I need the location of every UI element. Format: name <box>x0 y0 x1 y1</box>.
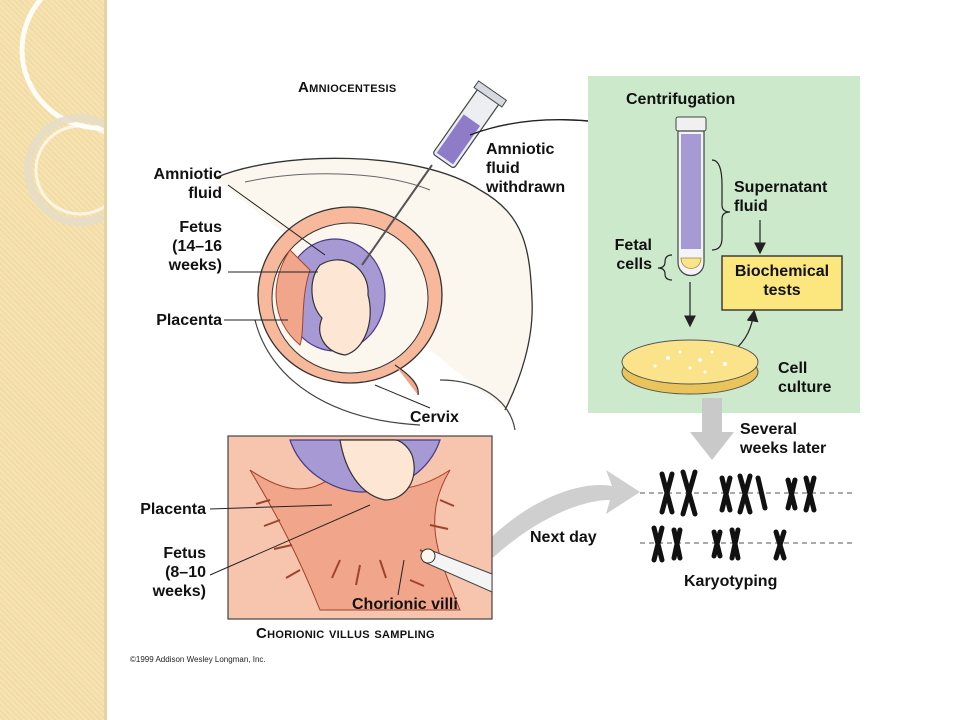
supernatant-brace <box>711 159 731 251</box>
syringe <box>433 80 508 169</box>
placenta-amnio-label: Placenta <box>156 312 222 329</box>
karyotyping-label: Karyotyping <box>684 573 778 590</box>
biochemical-tests-label: Biochemical tests <box>734 263 830 299</box>
karyotype <box>640 469 852 563</box>
sidebar-rings-decoration <box>19 0 104 226</box>
next-day-label: Next day <box>530 529 597 546</box>
fetal-cells-label: Fetal cells <box>614 237 652 273</box>
fluid-withdrawn-label: Amniotic fluid withdrawn <box>486 141 566 196</box>
several-weeks-later-label: Several weeks later <box>740 421 827 457</box>
chorionic-villi-label: Chorionic villi <box>352 596 458 613</box>
centrifugation-label: Centrifugation <box>626 91 736 108</box>
decorative-sidebar <box>0 0 107 720</box>
fetus-shape <box>311 259 371 356</box>
fetal-cells-brace <box>657 254 673 281</box>
gray-arrow-next-day <box>470 470 640 570</box>
gray-arrow-down <box>690 398 734 460</box>
centrifuge-tube <box>675 116 707 277</box>
placenta-cvs-label: Placenta <box>140 501 206 518</box>
fetus-amnio-label: Fetus (14–16 weeks) <box>168 219 222 274</box>
lab-panel <box>588 76 860 413</box>
fetus-cvs-label: Fetus (8–10 weeks) <box>152 545 206 600</box>
cvs-title: Chorionic villus sampling <box>256 625 435 642</box>
supernatant-label: Supernatant fluid <box>734 179 828 215</box>
cell-culture-label: Cell culture <box>778 360 832 396</box>
placenta-shape <box>275 249 311 346</box>
petri-dish <box>621 339 759 395</box>
biochemical-tests-box <box>721 255 843 311</box>
cvs-illustration <box>209 435 493 620</box>
cervix-label: Cervix <box>410 409 459 426</box>
copyright-notice: ©1999 Addison Wesley Longman, Inc. <box>130 655 266 664</box>
amniocentesis-title: Amniocentesis <box>298 79 397 96</box>
amniocentesis-illustration <box>214 80 533 431</box>
amniotic-fluid-label: Amniotic fluid <box>153 166 222 202</box>
